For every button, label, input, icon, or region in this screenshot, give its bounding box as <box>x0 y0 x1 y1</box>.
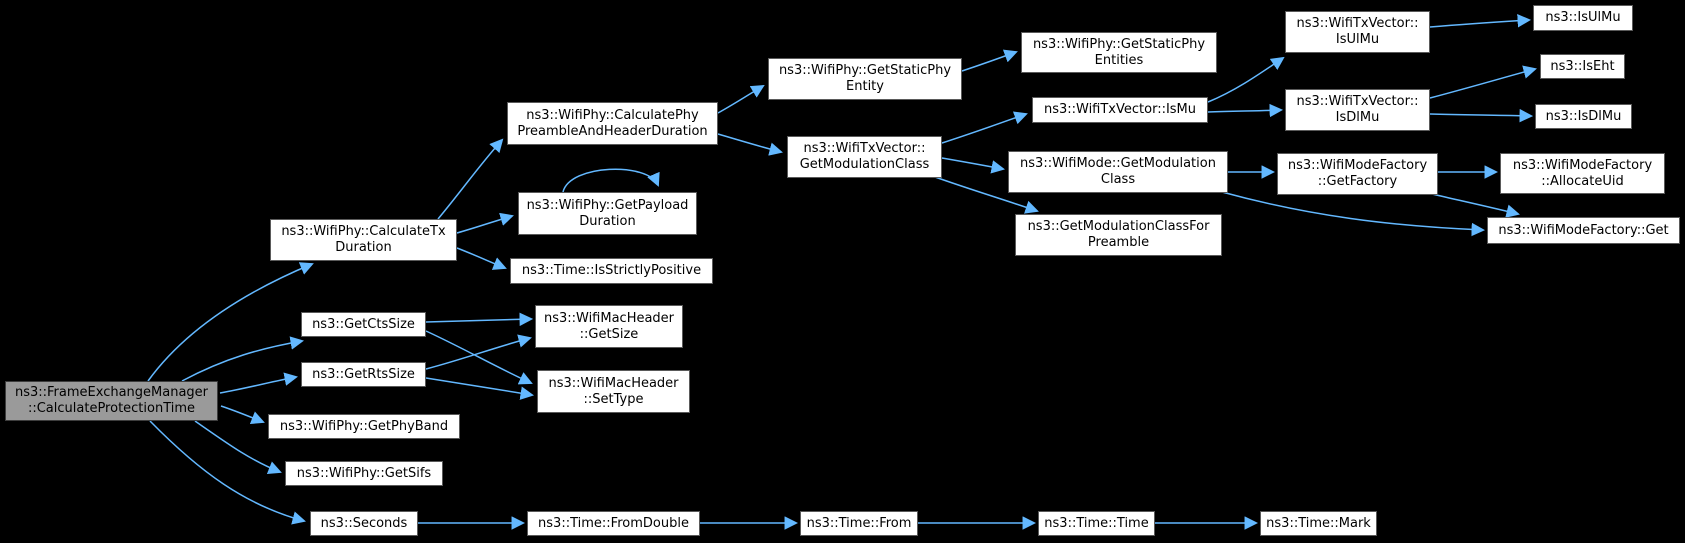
node-time-isstrictlypositive[interactable]: ns3::Time::IsStrictlyPositive <box>510 258 713 284</box>
edge-calctx-to-isstrictlypositive <box>456 247 507 270</box>
node-wifiphy-getphyband[interactable]: ns3::WifiPhy::GetPhyBand <box>268 414 460 439</box>
node-wifimacheader-getsize[interactable]: ns3::WifiMacHeader ::GetSize <box>535 305 683 348</box>
node-time-mark[interactable]: ns3::Time::Mark <box>1260 511 1377 536</box>
edge-getfactory-to-get <box>1431 193 1520 218</box>
edge-root-to-getsifs <box>194 420 282 475</box>
node-wifitxvector-ismu[interactable]: ns3::WifiTxVector::IsMu <box>1032 97 1208 123</box>
node-wifiphy-getstaticphyentity[interactable]: ns3::WifiPhy::GetStaticPhy Entity <box>768 58 962 100</box>
node-getmodulationclassforpreamble[interactable]: ns3::GetModulationClassFor Preamble <box>1015 214 1222 256</box>
node-wifimode-getmodulationclass[interactable]: ns3::WifiMode::GetModulation Class <box>1008 151 1228 193</box>
node-wifimodefactory-get[interactable]: ns3::WifiModeFactory::Get <box>1487 217 1680 244</box>
edge-ismu-to-txvisulmu <box>1207 56 1285 103</box>
node-wifitxvector-getmodulationclass[interactable]: ns3::WifiTxVector:: GetModulationClass <box>787 136 942 178</box>
edge-calcphypreamble-to-txvgetmodulationclass <box>717 133 783 156</box>
edge-root-to-getrtssize <box>219 372 298 394</box>
node-frameexchangemanager-calculateprotectiontime[interactable]: ns3::FrameExchangeManager ::CalculatePro… <box>5 381 218 421</box>
node-time-from[interactable]: ns3::Time::From <box>800 511 918 536</box>
node-wifimacheader-settype[interactable]: ns3::WifiMacHeader ::SetType <box>537 370 690 413</box>
node-wifiphy-getsifs[interactable]: ns3::WifiPhy::GetSifs <box>285 461 443 486</box>
node-getctssize[interactable]: ns3::GetCtsSize <box>301 312 426 337</box>
edge-root-to-seconds <box>149 420 306 525</box>
node-wifiphy-getpayloadduration[interactable]: ns3::WifiPhy::GetPayload Duration <box>518 192 697 235</box>
node-seconds[interactable]: ns3::Seconds <box>310 511 418 536</box>
edge-root-to-calctxduration <box>147 262 314 382</box>
edge-calctx-to-getpayloadduration <box>456 212 514 234</box>
node-wifiphy-getstaticphyentities[interactable]: ns3::WifiPhy::GetStaticPhy Entities <box>1021 32 1217 73</box>
node-isdlmu[interactable]: ns3::IsDlMu <box>1535 104 1632 129</box>
edge-txvisdlmu-to-isdlmu <box>1429 108 1534 123</box>
node-wifiphy-calculatetxduration[interactable]: ns3::WifiPhy::CalculateTx Duration <box>270 219 457 261</box>
edge-getctssize-to-getsize <box>425 312 534 327</box>
node-wifimodefactory-getfactory[interactable]: ns3::WifiModeFactory ::GetFactory <box>1277 153 1438 195</box>
edge-calcphypreamble-to-getstaticphyentity <box>717 84 765 114</box>
edge-txvgetmodulationclass-to-ismu <box>941 111 1028 144</box>
node-wifimodefactory-allocateuid[interactable]: ns3::WifiModeFactory ::AllocateUid <box>1500 153 1665 194</box>
node-iseht[interactable]: ns3::IsEht <box>1540 54 1625 79</box>
edge-txvgetmodulationclass-to-wifimodegetmodulationclass <box>941 157 1005 174</box>
edge-ismu-to-txvisdlmu <box>1207 103 1284 118</box>
node-wifitxvector-isulmu[interactable]: ns3::WifiTxVector:: IsUlMu <box>1285 11 1430 53</box>
node-time-fromdouble[interactable]: ns3::Time::FromDouble <box>527 511 700 536</box>
edge-txvisdlmu-to-iseht <box>1429 65 1537 99</box>
edge-getrtssize-to-settype <box>425 377 534 400</box>
edge-getctssize-to-settype <box>425 330 533 385</box>
edge-root-to-getphyband <box>220 405 265 425</box>
node-wifiphy-calculatephypreambleandheaderduration[interactable]: ns3::WifiPhy::CalculatePhy PreambleAndHe… <box>507 102 718 145</box>
edge-getrtssize-to-getsize <box>425 334 532 370</box>
edge-calctx-to-calcphypreamble <box>437 138 504 220</box>
node-time-time[interactable]: ns3::Time::Time <box>1038 511 1155 536</box>
edge-root-to-getctssize <box>181 336 304 382</box>
node-wifitxvector-isdlmu[interactable]: ns3::WifiTxVector:: IsDlMu <box>1285 89 1430 131</box>
node-getrtssize[interactable]: ns3::GetRtsSize <box>301 362 426 387</box>
edge-wifimodegetmodulationclass-to-get <box>1221 191 1486 237</box>
node-isulmu[interactable]: ns3::IsUlMu <box>1533 5 1633 31</box>
edge-getstaticphyentity-to-getstaticphyentities <box>961 49 1018 72</box>
edge-txvisulmu-to-isulmu <box>1429 13 1532 28</box>
edge-txvgetmodulationclass-to-getmodulationclassforpreamble <box>934 176 1039 214</box>
edge-getpayloadduration-self-loop <box>562 168 660 193</box>
